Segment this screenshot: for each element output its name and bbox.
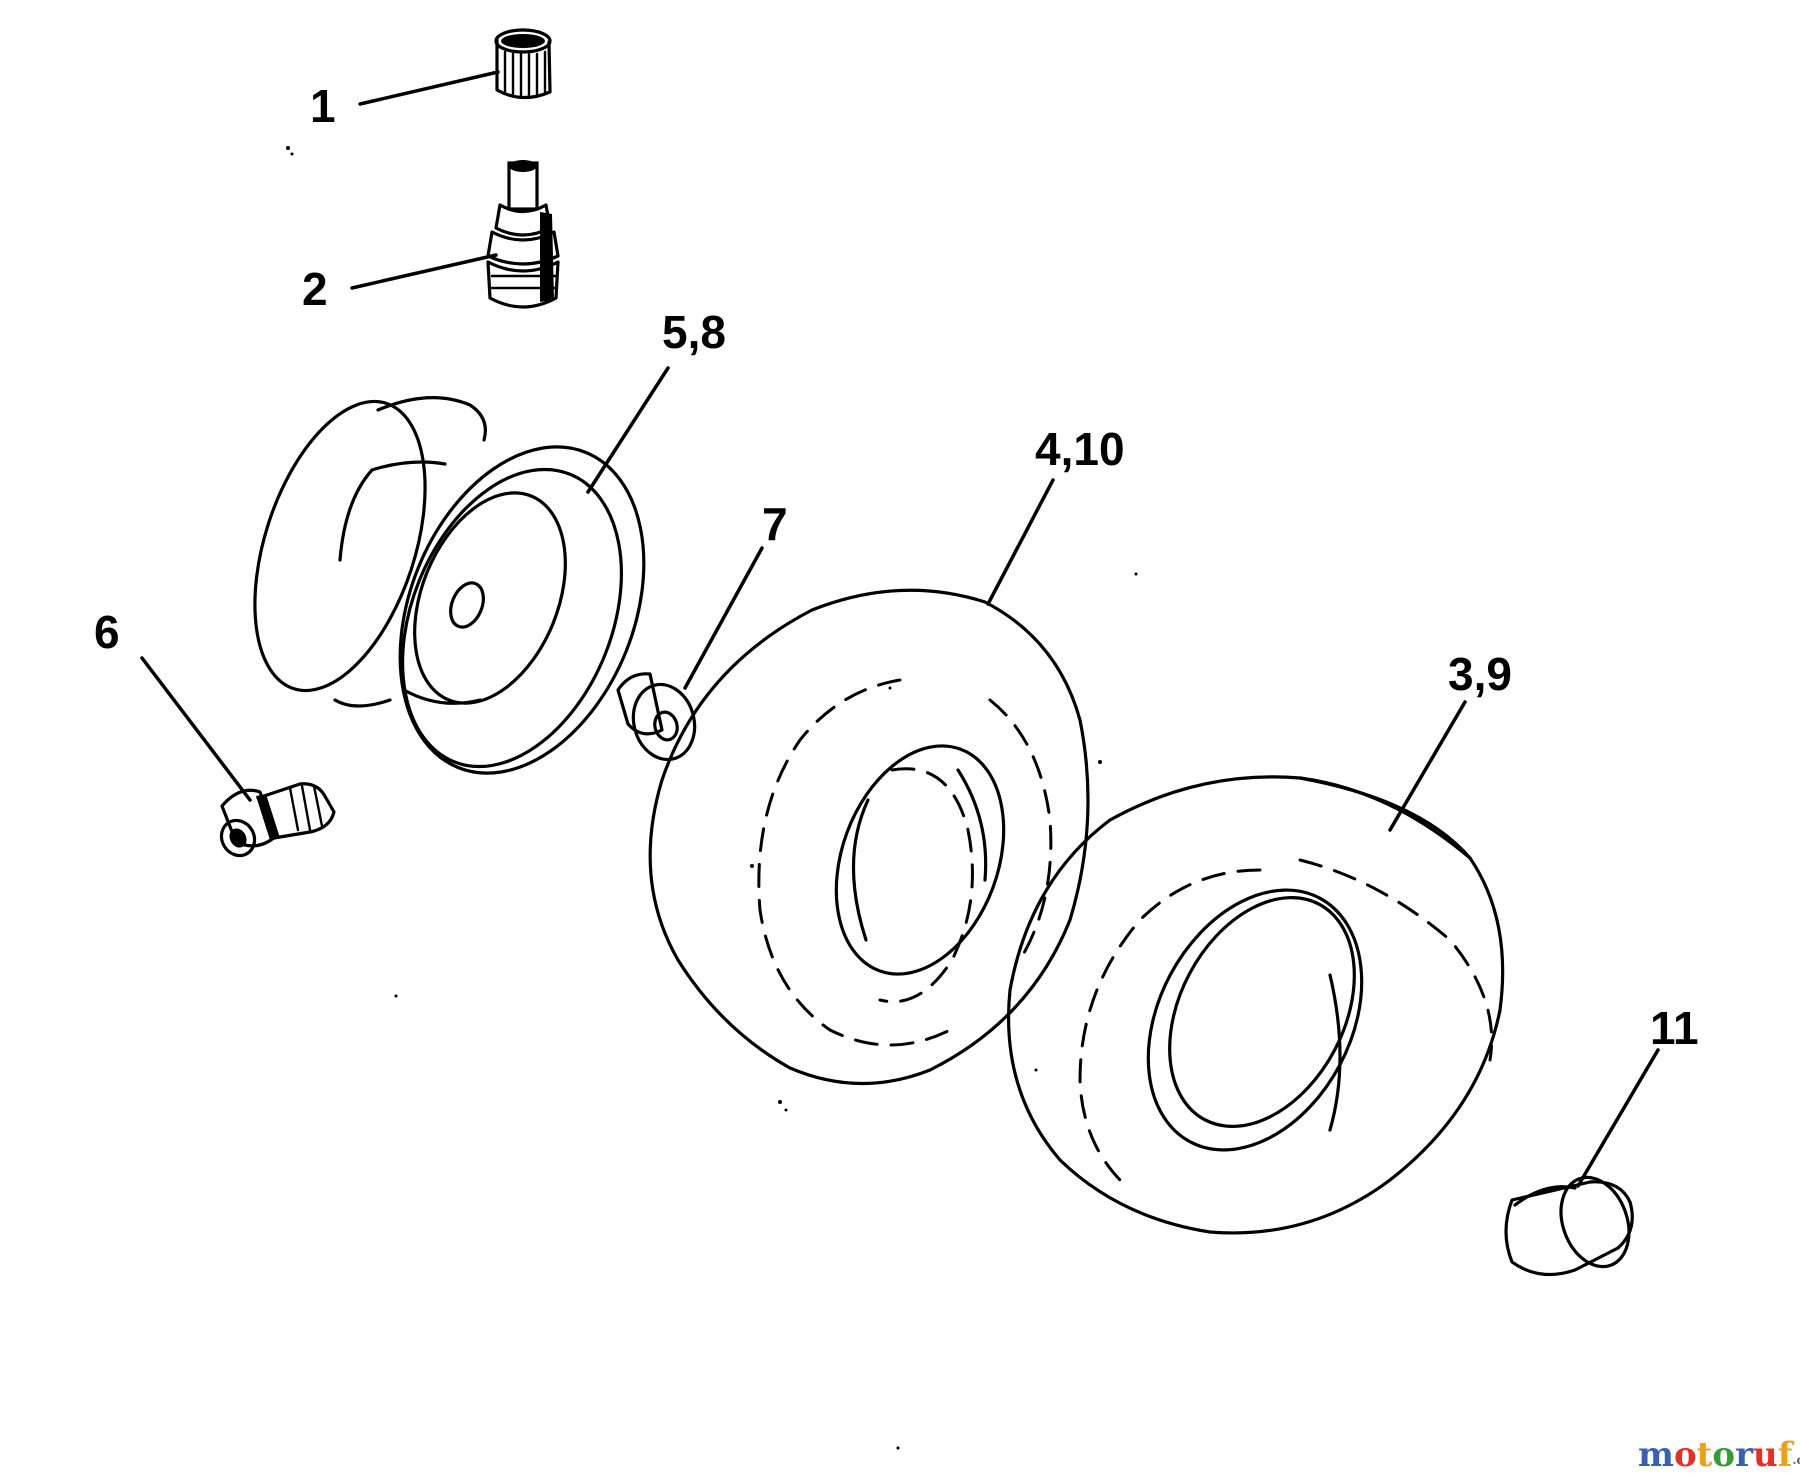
watermark-letter: o [1674,1435,1697,1475]
watermark-text: motoruf.de [1638,1435,1800,1475]
leader-lines [140,70,1660,1188]
leader-7 [683,546,764,690]
end-cap-part [1504,1175,1634,1277]
watermark-letter: f [1778,1435,1795,1475]
callout-1: 1 [310,80,336,132]
callout-4-10: 4,10 [1035,423,1125,475]
watermark-logo: motoruf.de [1638,1435,1800,1475]
leader-3-9 [1388,700,1467,832]
watermark-suffix: .de [1792,1453,1800,1467]
callout-5-8: 5,8 [662,306,726,358]
callout-7: 7 [762,498,788,550]
watermark-letter: r [1735,1435,1754,1475]
scan-specks [286,146,1138,1450]
wheel-rim-part [253,396,646,775]
leader-1 [358,70,500,106]
leader-11 [1576,1048,1660,1188]
callout-11: 11 [1650,1002,1699,1054]
leader-6 [140,656,252,802]
leader-4-10 [986,478,1055,606]
front-tire-part [648,588,1090,1086]
leader-5-8 [586,366,670,494]
leader-2 [350,253,498,290]
callout-labels: 1 2 5,8 6 7 4,10 3,9 11 [94,80,1699,1054]
watermark-letter: u [1753,1435,1778,1475]
valve-stem-part [486,160,560,309]
rear-tire-part [1006,775,1505,1235]
watermark-letter: m [1638,1435,1674,1475]
callout-3-9: 3,9 [1448,648,1512,700]
valve-cap-part [494,28,552,100]
callout-6: 6 [94,606,120,658]
callout-2: 2 [302,263,328,315]
bolt-part [219,782,336,858]
watermark-letter: t [1697,1435,1713,1475]
watermark-letter: o [1712,1435,1735,1475]
